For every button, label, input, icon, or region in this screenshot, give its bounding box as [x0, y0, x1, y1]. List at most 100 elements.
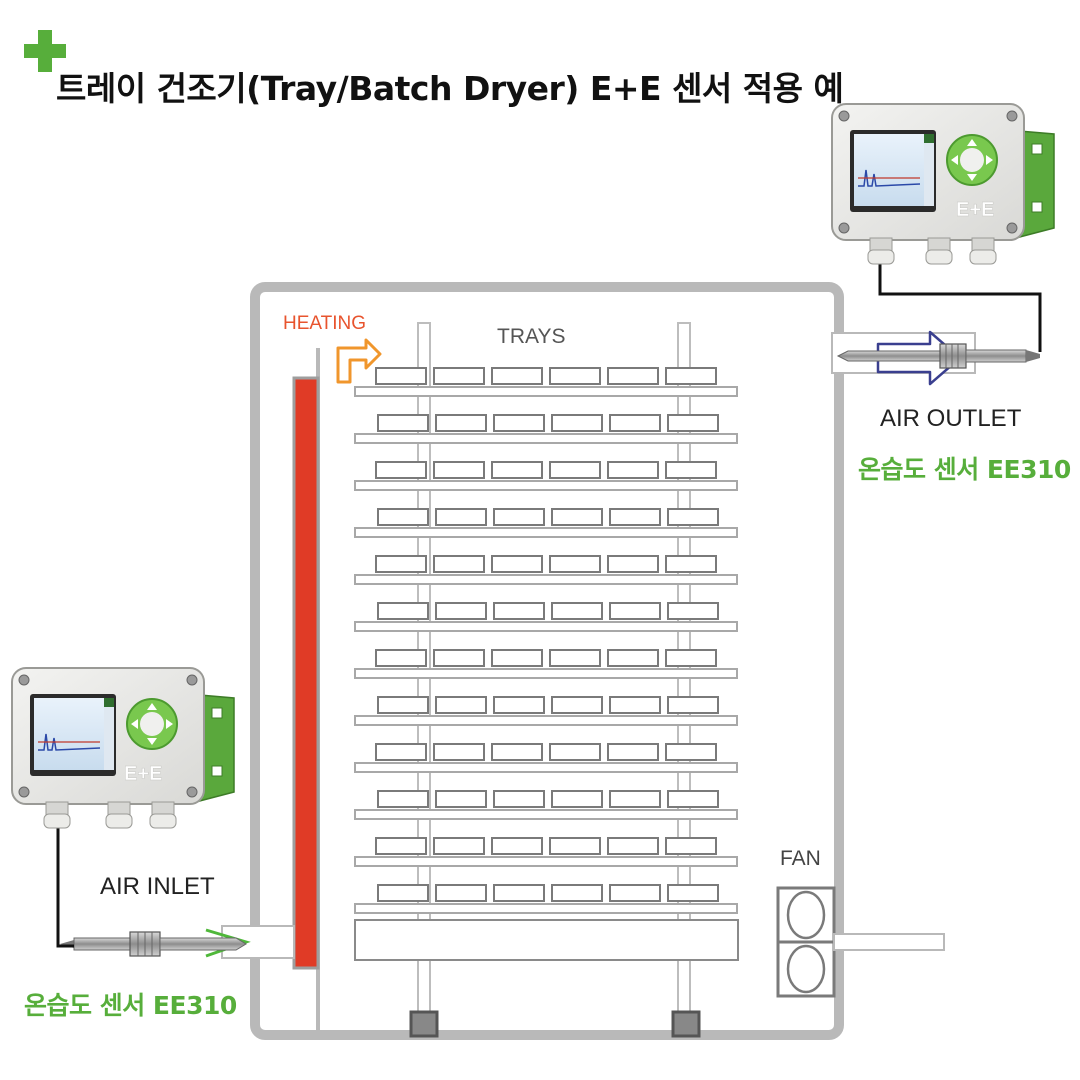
tray-item [549, 743, 601, 761]
tray-item [665, 461, 717, 479]
tray-item [551, 602, 603, 620]
heating-label: HEATING [283, 313, 367, 334]
tray-item [435, 508, 487, 526]
tray-item [435, 414, 487, 432]
tray-item [549, 837, 601, 855]
tray-item [435, 790, 487, 808]
tray-item [375, 837, 427, 855]
tray-item [435, 602, 487, 620]
tray-item [551, 508, 603, 526]
tray-shelf [354, 386, 738, 397]
tray-item [491, 837, 543, 855]
sensor-device-inlet: E+E [11, 667, 235, 829]
tray-shelf [354, 762, 738, 773]
tray-item [667, 508, 719, 526]
tray-item [493, 414, 545, 432]
tray-stack [354, 367, 738, 914]
plus-icon [24, 30, 66, 72]
tray-item [377, 696, 429, 714]
tray-item [377, 602, 429, 620]
tray-item [375, 649, 427, 667]
tray-item [549, 555, 601, 573]
tray-item [665, 743, 717, 761]
tray-item [609, 414, 661, 432]
tray-item [665, 837, 717, 855]
tray-shelf [354, 715, 738, 726]
tray-item [433, 555, 485, 573]
tray-shelf [354, 480, 738, 491]
tray-shelf [354, 809, 738, 820]
tray-shelf [354, 574, 738, 585]
tray-item [609, 508, 661, 526]
tray-item [667, 790, 719, 808]
tray-item [491, 555, 543, 573]
brand-logo: E+E [124, 763, 162, 785]
tray-item [607, 367, 659, 385]
tray-item [549, 461, 601, 479]
tray-item [375, 743, 427, 761]
tray-item [491, 743, 543, 761]
outlet-sensor-label: 온습도 센서 EE310 [858, 455, 1071, 484]
tray-item [493, 696, 545, 714]
tray-item [607, 743, 659, 761]
inlet-cable [56, 822, 74, 948]
tray-item [551, 414, 603, 432]
tray-item [609, 884, 661, 902]
fan-label: FAN [780, 847, 821, 870]
tray-item [375, 555, 427, 573]
tray-item [493, 508, 545, 526]
tray-item [607, 649, 659, 667]
trays-label: TRAYS [497, 325, 566, 348]
tray-item [493, 602, 545, 620]
tray-item [493, 884, 545, 902]
inlet-sensor-label: 온습도 센서 EE310 [24, 991, 237, 1020]
heater [292, 376, 320, 970]
tray-item [667, 602, 719, 620]
tray-shelf [354, 527, 738, 538]
brand-logo: E+E [956, 199, 994, 221]
outlet-cable [878, 252, 1042, 352]
tray-shelf [354, 433, 738, 444]
tray-shelf [354, 668, 738, 679]
tray-item [491, 649, 543, 667]
tray-item [377, 790, 429, 808]
tray-item [435, 884, 487, 902]
tray-item [551, 696, 603, 714]
tray-item [377, 414, 429, 432]
sensor-device-outlet: E+E [831, 103, 1055, 265]
tray-item [433, 367, 485, 385]
tray-item [377, 884, 429, 902]
page-title: 트레이 건조기(Tray/Batch Dryer) E+E 센서 적용 예 [56, 69, 844, 108]
tray-item [377, 508, 429, 526]
tray-item [433, 743, 485, 761]
tray-item [491, 461, 543, 479]
tray-item [549, 367, 601, 385]
tray-shelf [354, 621, 738, 632]
inlet-arrow-icon [205, 928, 251, 958]
tray-item [607, 461, 659, 479]
tray-shelf [354, 856, 738, 867]
tray-shelf [354, 903, 738, 914]
air-outlet-label: AIR OUTLET [880, 405, 1022, 432]
tray-item [665, 649, 717, 667]
tray-item [375, 461, 427, 479]
tray-item [433, 461, 485, 479]
tray-item [551, 790, 603, 808]
tray-base [354, 919, 739, 1038]
tray-item [433, 649, 485, 667]
tray-item [491, 367, 543, 385]
tray-item [667, 414, 719, 432]
tray-item [551, 884, 603, 902]
tray-item [433, 837, 485, 855]
tray-item [667, 884, 719, 902]
tray-item [549, 649, 601, 667]
tray-item [435, 696, 487, 714]
fan-icon [776, 886, 945, 998]
tray-item [607, 555, 659, 573]
tray-item [607, 837, 659, 855]
tray-item [609, 696, 661, 714]
tray-item [375, 367, 427, 385]
outlet-probe [836, 343, 1040, 369]
